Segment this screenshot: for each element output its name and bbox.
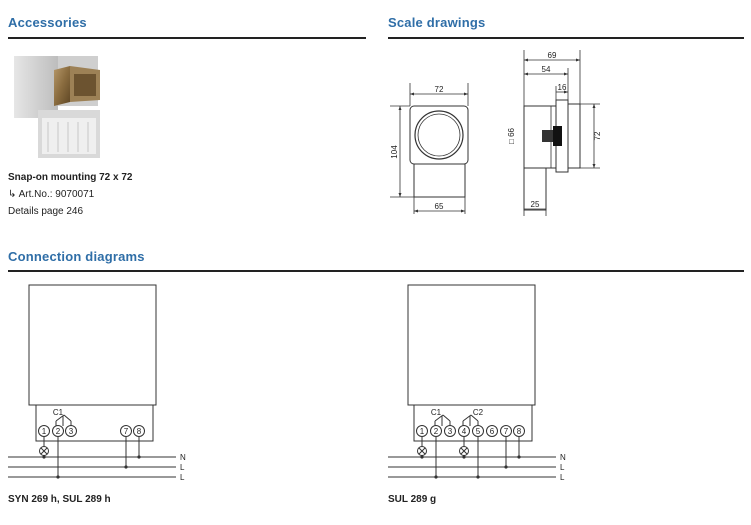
terminal-2 (52, 425, 64, 437)
terminal-label: 3 (69, 427, 74, 436)
terminal-3 (65, 425, 77, 437)
line-l1-label: L (180, 463, 185, 472)
lamp-icon (459, 446, 469, 456)
terminal-label: 3 (448, 427, 453, 436)
terminal-label: 5 (476, 427, 481, 436)
terminal-1 (38, 425, 50, 437)
terminal-label: 1 (42, 427, 47, 436)
side-view-drawing: 69 54 16 72 □ 66 25 (507, 50, 602, 216)
side-total-depth-label: 69 (548, 51, 557, 60)
front-width-label: 72 (435, 85, 444, 94)
line-l1-label: L (560, 463, 565, 472)
terminal-label: 7 (504, 427, 509, 436)
terminal-8 (133, 425, 145, 437)
accessory-name: Snap-on mounting 72 x 72 (8, 172, 133, 183)
accessories-heading: Accessories (8, 15, 87, 30)
front-view-drawing: 72 104 65 (390, 83, 469, 214)
scale-drawings-rule (388, 37, 744, 39)
contact-c2-label: C2 (473, 408, 484, 417)
terminal-8 (513, 425, 525, 437)
terminal-label: 8 (137, 427, 142, 436)
connection-diagrams-rule (8, 270, 744, 272)
arrow-right-icon: ↳ (8, 189, 17, 200)
terminal-1 (416, 425, 428, 437)
terminal-label: 2 (56, 427, 61, 436)
line-n-label: N (560, 453, 566, 462)
contact-c1-label: C1 (431, 408, 442, 417)
contact-c1-label: C1 (53, 408, 64, 417)
terminal-label: 8 (517, 427, 522, 436)
terminal-label: 6 (490, 427, 495, 436)
terminal-2 (430, 425, 442, 437)
terminal-4 (458, 425, 470, 437)
terminal-label: 1 (420, 427, 425, 436)
connection-diagrams-heading: Connection diagrams (8, 249, 145, 264)
diagram-left-caption: SYN 269 h, SUL 289 h (8, 494, 111, 505)
art-no-text: Art.No.: 9070071 (18, 189, 95, 200)
terminal-label: 2 (434, 427, 439, 436)
lamp-icon (39, 446, 49, 456)
accessories-rule (8, 37, 366, 39)
terminal-6 (486, 425, 498, 437)
line-l2-label: L (560, 473, 565, 482)
accessory-details: Details page 246 (8, 206, 84, 217)
side-bezel-label: 16 (558, 83, 567, 92)
diagram-right-caption: SUL 289 g (388, 494, 437, 505)
terminal-3 (444, 425, 456, 437)
snap-on-mounting-image (14, 56, 100, 158)
side-square-label: □ 66 (507, 127, 516, 144)
terminal-5 (472, 425, 484, 437)
line-l2-label: L (180, 473, 185, 482)
terminal-label: 4 (462, 427, 467, 436)
side-height-label: 72 (593, 131, 602, 140)
terminal-7 (120, 425, 132, 437)
front-height-label: 104 (390, 145, 399, 159)
front-base-label: 65 (435, 202, 444, 211)
scale-drawings-heading: Scale drawings (388, 15, 486, 30)
side-stem-label: 25 (531, 200, 540, 209)
lamp-icon (417, 446, 427, 456)
side-depth-front-label: 54 (542, 65, 551, 74)
accessory-art-no: ↳ Art.No.: 9070071 (8, 189, 94, 200)
line-n-label: N (180, 453, 186, 462)
terminal-7 (500, 425, 512, 437)
terminal-label: 7 (124, 427, 129, 436)
